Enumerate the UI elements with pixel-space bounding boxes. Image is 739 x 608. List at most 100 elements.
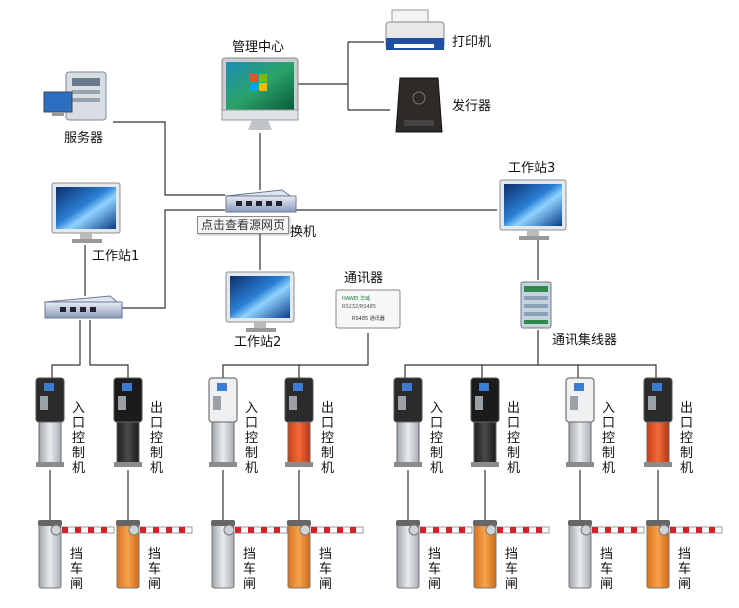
windows-logo-icon (250, 74, 267, 91)
controller-label-char: 口 (602, 416, 615, 431)
controller-label-char: 出 (680, 401, 693, 416)
controller-label-char: 控 (150, 431, 163, 446)
printer-icon[interactable] (385, 9, 445, 50)
controller-label-char: 口 (245, 416, 258, 431)
gate-label-char: 车 (428, 561, 441, 577)
workstation2-label: 工作站2 (234, 335, 281, 350)
barrier-gate-8[interactable] (646, 520, 723, 589)
gate-label-char: 车 (600, 561, 613, 577)
line-hub-lane1 (51, 320, 81, 378)
gate-label-char: 挡 (600, 547, 613, 562)
controller-label-char: 控 (430, 431, 443, 446)
barrier-gate-7[interactable] (568, 520, 645, 589)
controller-label-char: 制 (507, 446, 520, 461)
gate-label-char: 车 (148, 561, 161, 577)
card-issuer-label: 发行器 (452, 98, 491, 114)
communicator-model-text: RS232/RS485 (342, 304, 376, 310)
workstation2-computer[interactable] (225, 271, 295, 332)
controller-4[interactable] (284, 377, 314, 467)
controller-3[interactable] (208, 377, 238, 467)
barrier-gate-1[interactable] (38, 520, 115, 589)
view-source-tooltip[interactable]: 点击查看源网页 (197, 216, 289, 234)
controller-label-char: 控 (680, 431, 693, 446)
controller-label-char: 制 (680, 446, 693, 461)
controller-label-char: 机 (72, 461, 85, 476)
gate-label-char: 闸 (243, 577, 256, 592)
barrier-gate-3[interactable] (211, 520, 288, 589)
controller-label-char: 机 (150, 461, 163, 476)
communicator-device-icon[interactable]: HAWEI 华威 RS232/RS485 RS485 通讯器 (335, 289, 401, 329)
workstation1-label: 工作站1 (92, 249, 139, 264)
controller-label-char: 口 (430, 416, 443, 431)
barrier-gate-4[interactable] (287, 520, 364, 589)
comm-hub-icon[interactable] (520, 281, 552, 329)
gate-label-char: 闸 (600, 577, 613, 592)
controller-label-char: 制 (430, 446, 443, 461)
controller-label-char: 口 (321, 416, 334, 431)
lanes: 入口控制机挡车闸出口控制机挡车闸入口控制机挡车闸出口控制机挡车闸入口控制机挡车闸… (35, 377, 723, 592)
controller-label-char: 控 (507, 431, 520, 446)
controller-label-char: 控 (602, 431, 615, 446)
controller-label-char: 出 (507, 401, 520, 416)
controller-label-char: 控 (72, 431, 85, 446)
controller-7[interactable] (565, 377, 595, 467)
barrier-arm (128, 524, 193, 536)
controller-label-char: 机 (430, 461, 443, 476)
controller-label-char: 口 (507, 416, 520, 431)
gate-label-char: 车 (70, 561, 83, 577)
controller-label-char: 制 (245, 446, 258, 461)
workstation1-computer[interactable] (51, 182, 121, 243)
gate-label-char: 闸 (678, 577, 691, 592)
ethernet-hub-icon[interactable] (43, 295, 124, 319)
controller-label-char: 控 (321, 431, 334, 446)
management-center-computer[interactable] (221, 57, 299, 130)
controller-label-char: 入 (602, 401, 615, 416)
gate-label-char: 闸 (319, 577, 332, 592)
controller-label-char: 机 (321, 461, 334, 476)
connection-lines (49, 41, 659, 520)
controller-label-char: 口 (150, 416, 163, 431)
barrier-gate-2[interactable] (116, 520, 193, 589)
gate-label-char: 挡 (319, 547, 332, 562)
gate-label-char: 挡 (505, 547, 518, 562)
workstation3-computer[interactable] (499, 179, 567, 240)
barrier-arm (485, 524, 550, 536)
controller-label-char: 机 (507, 461, 520, 476)
gate-label-char: 挡 (428, 547, 441, 562)
controller-label-char: 出 (150, 401, 163, 416)
gate-label-char: 闸 (428, 577, 441, 592)
gate-label-char: 闸 (505, 577, 518, 592)
controller-5[interactable] (393, 377, 423, 467)
controller-label-char: 制 (72, 446, 85, 461)
line-commhub-lanes (404, 330, 539, 378)
gate-label-char: 闸 (148, 577, 161, 592)
controller-2[interactable] (113, 377, 143, 467)
gate-label-char: 挡 (148, 547, 161, 562)
gate-label-char: 车 (319, 561, 332, 577)
gate-label-char: 闸 (70, 577, 83, 592)
controller-label-char: 机 (680, 461, 693, 476)
controller-6[interactable] (470, 377, 500, 467)
server-icon[interactable] (43, 71, 107, 121)
barrier-gate-6[interactable] (473, 520, 550, 589)
comm-hub-label: 通讯集线器 (552, 332, 617, 348)
controller-8[interactable] (643, 377, 673, 467)
controller-1[interactable] (35, 377, 65, 467)
controller-label-char: 入 (430, 401, 443, 416)
network-switch-icon[interactable] (224, 189, 298, 213)
controller-label-char: 口 (72, 416, 85, 431)
gate-label-char: 车 (505, 561, 518, 577)
card-issuer-icon[interactable] (395, 77, 443, 133)
line-comm-lanes (222, 333, 369, 378)
communicator-label: 通讯器 (344, 271, 383, 286)
controller-label-char: 制 (602, 446, 615, 461)
controller-label-char: 制 (150, 446, 163, 461)
controller-label-char: 入 (72, 401, 85, 416)
barrier-gate-5[interactable] (396, 520, 473, 589)
